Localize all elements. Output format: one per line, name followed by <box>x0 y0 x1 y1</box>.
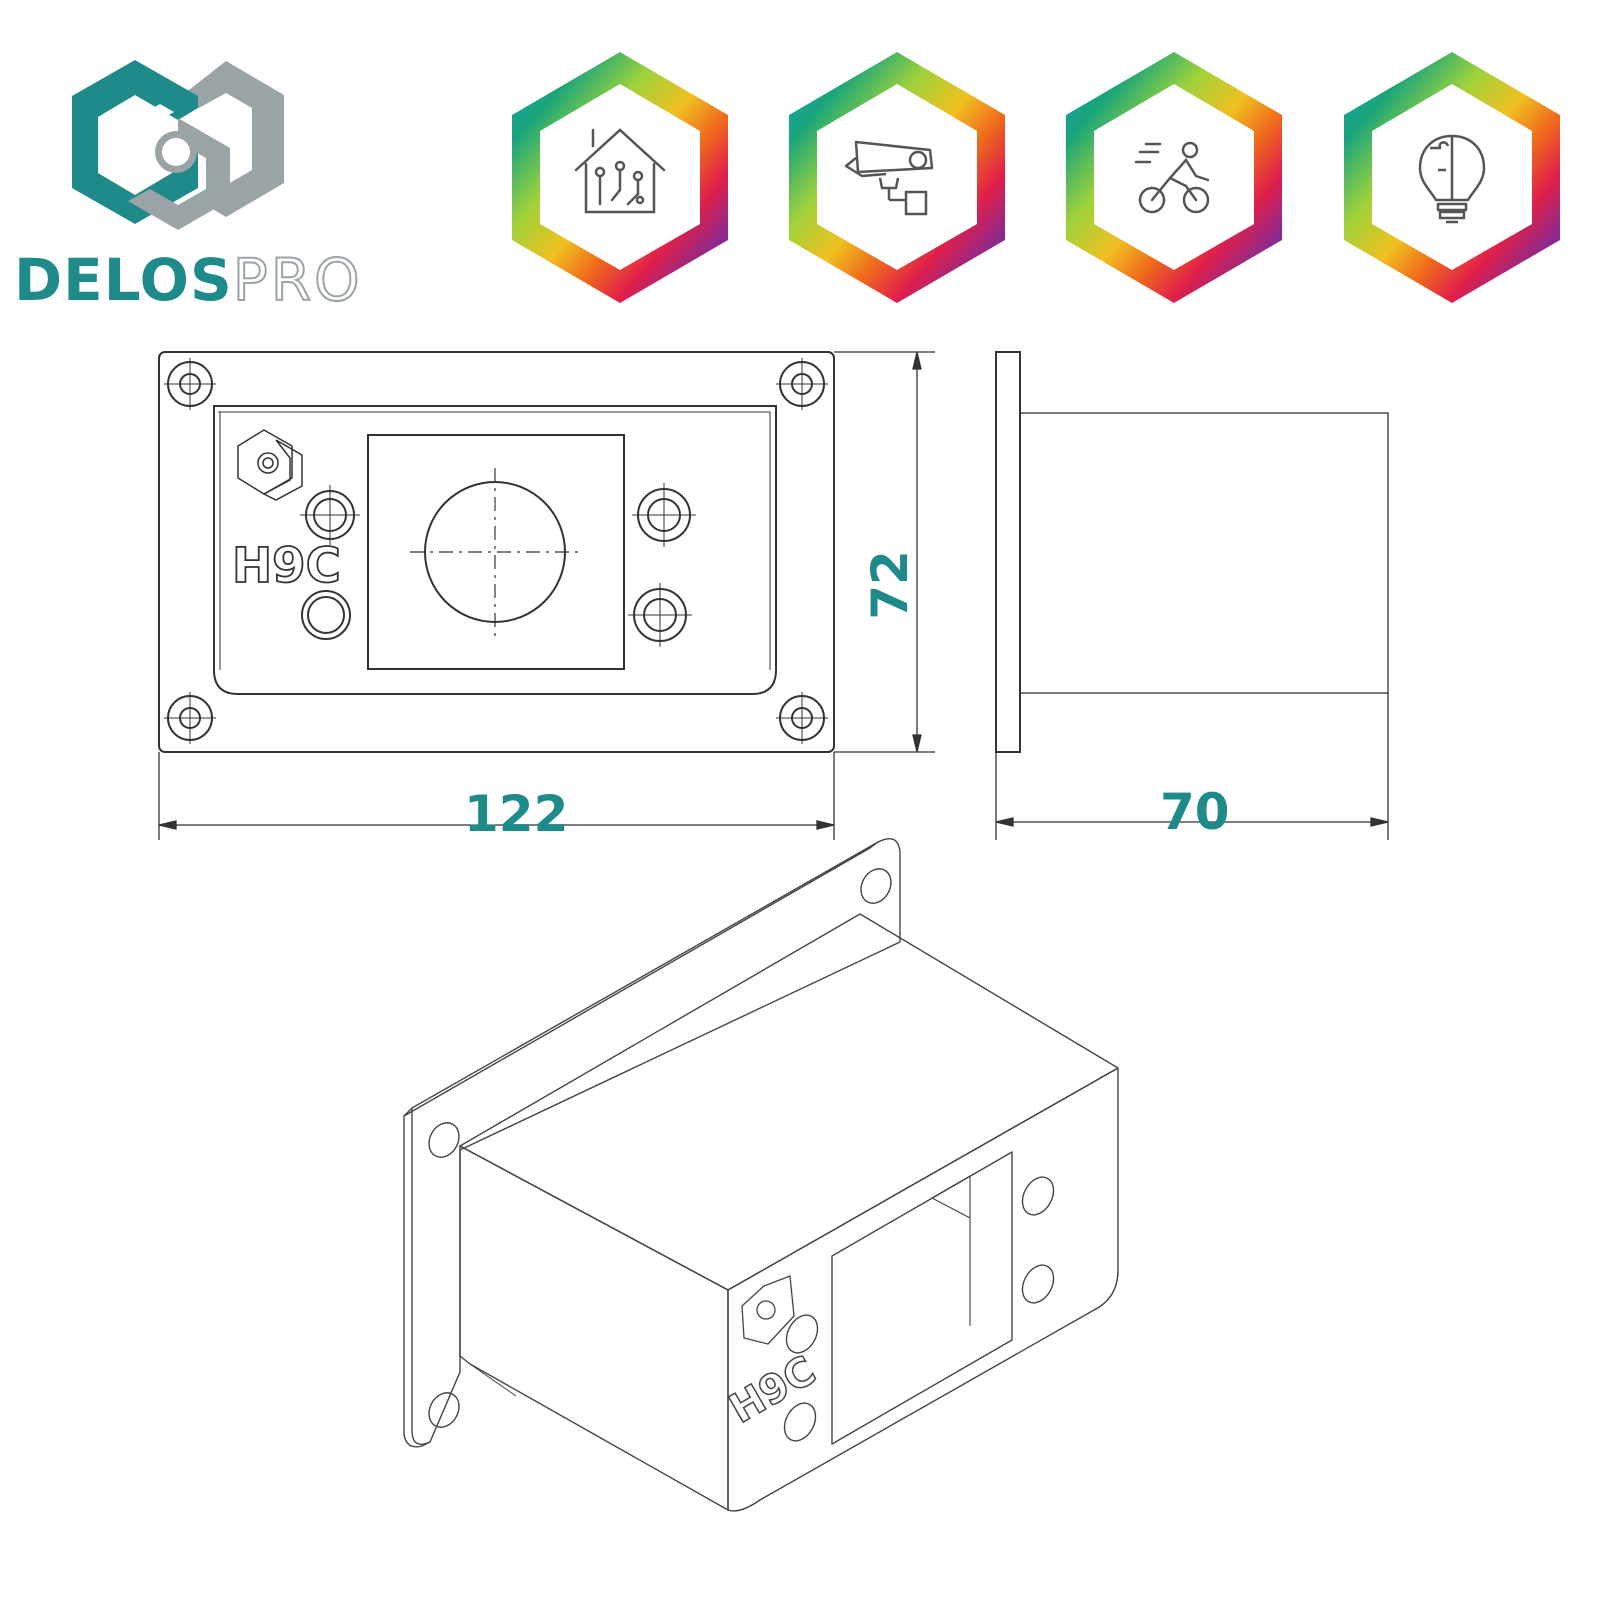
depth-dimension-label: 70 <box>1160 783 1230 841</box>
iso-box-side <box>459 1145 729 1511</box>
iso-flange-front <box>411 838 901 1445</box>
side-body <box>1019 412 1389 694</box>
front-view <box>158 351 835 753</box>
idea-bulb-puzzle-icon <box>1418 134 1486 224</box>
cyclist-icon <box>1134 141 1210 214</box>
iso-embossed-logo <box>741 1275 795 1345</box>
brand-wordmark: DELOSPRO <box>14 246 363 314</box>
front-recess-outline <box>213 405 777 695</box>
security-camera-icon <box>844 140 934 216</box>
delospro-logo-mark <box>72 60 284 230</box>
iso-flange-edge <box>403 1107 431 1448</box>
mounting-hole-bottom-right <box>776 692 828 744</box>
brand-name-secondary: PRO <box>232 246 363 314</box>
width-dimension-label: 122 <box>464 785 569 843</box>
height-dimension-label: 72 <box>861 550 919 620</box>
brand-name-primary: DELOS <box>14 246 233 314</box>
iso-box-top <box>459 913 1119 1291</box>
front-hole-left-bottom <box>301 590 351 640</box>
side-flange <box>995 351 1021 753</box>
front-flange-outline <box>158 351 835 753</box>
mounting-hole-bottom-left <box>164 692 216 744</box>
feature-badge-cycling <box>1066 52 1282 303</box>
front-hole-right-top <box>632 483 696 547</box>
iso-display-window <box>831 1151 1013 1445</box>
isometric-view <box>403 838 1119 1512</box>
smart-home-icon <box>574 128 666 214</box>
side-view <box>995 351 1389 753</box>
iso-box-front <box>727 1067 1119 1512</box>
dimension-lines <box>158 351 1389 840</box>
front-embossed-logo <box>237 429 303 501</box>
feature-badge-security-camera <box>789 52 1005 303</box>
mounting-hole-top-right <box>776 358 828 410</box>
front-hole-right-bottom <box>628 583 692 647</box>
front-hole-left-top <box>300 485 360 545</box>
mounting-hole-top-left <box>164 358 216 410</box>
front-display-window <box>367 434 625 670</box>
